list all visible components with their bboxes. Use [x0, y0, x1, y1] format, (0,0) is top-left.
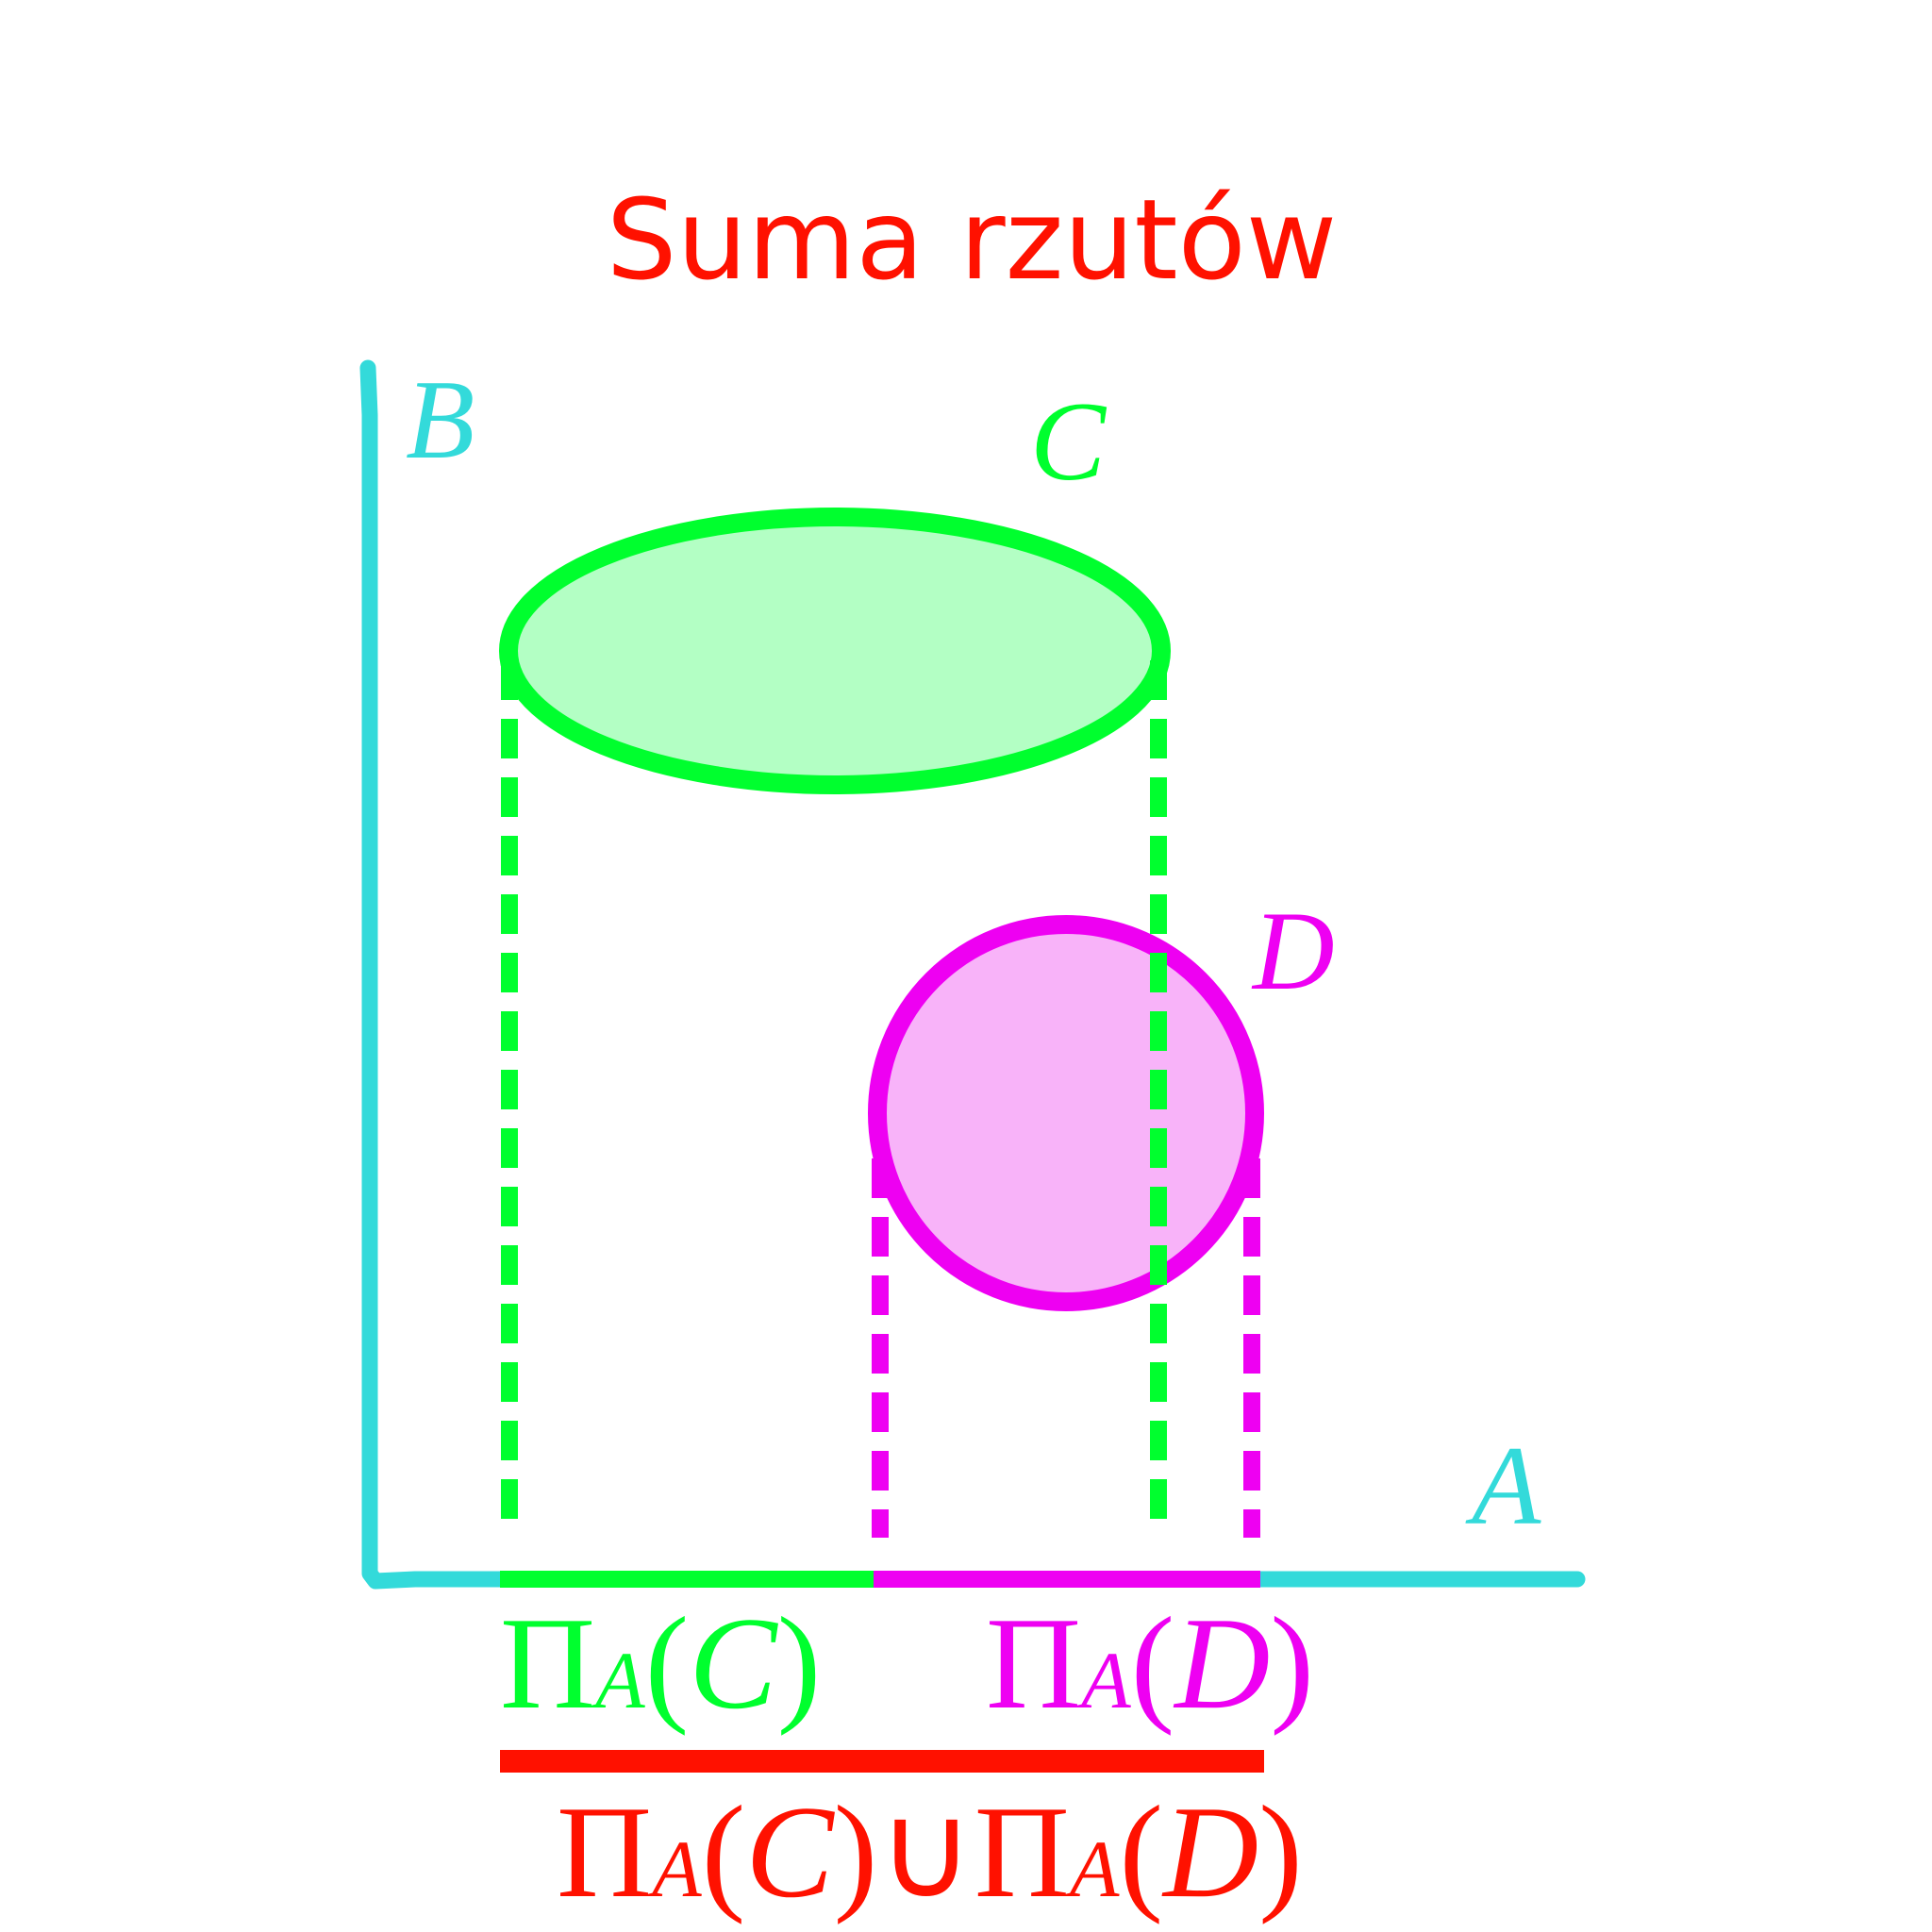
- axis-label-a: A: [1465, 1423, 1541, 1548]
- projection-d-label: ΠA(D): [986, 1591, 1314, 1737]
- axis-label-b: B: [406, 357, 475, 482]
- set-c-label: C: [1030, 378, 1108, 504]
- set-c-ellipse: [499, 508, 1171, 794]
- diagram-title: Suma rzutów: [607, 175, 1338, 305]
- set-d-label: D: [1251, 888, 1335, 1013]
- projection-c-label: ΠA(C): [500, 1591, 821, 1737]
- union-label: ΠA(C)∪ΠA(D): [557, 1779, 1303, 1925]
- set-d-circle: [868, 915, 1264, 1311]
